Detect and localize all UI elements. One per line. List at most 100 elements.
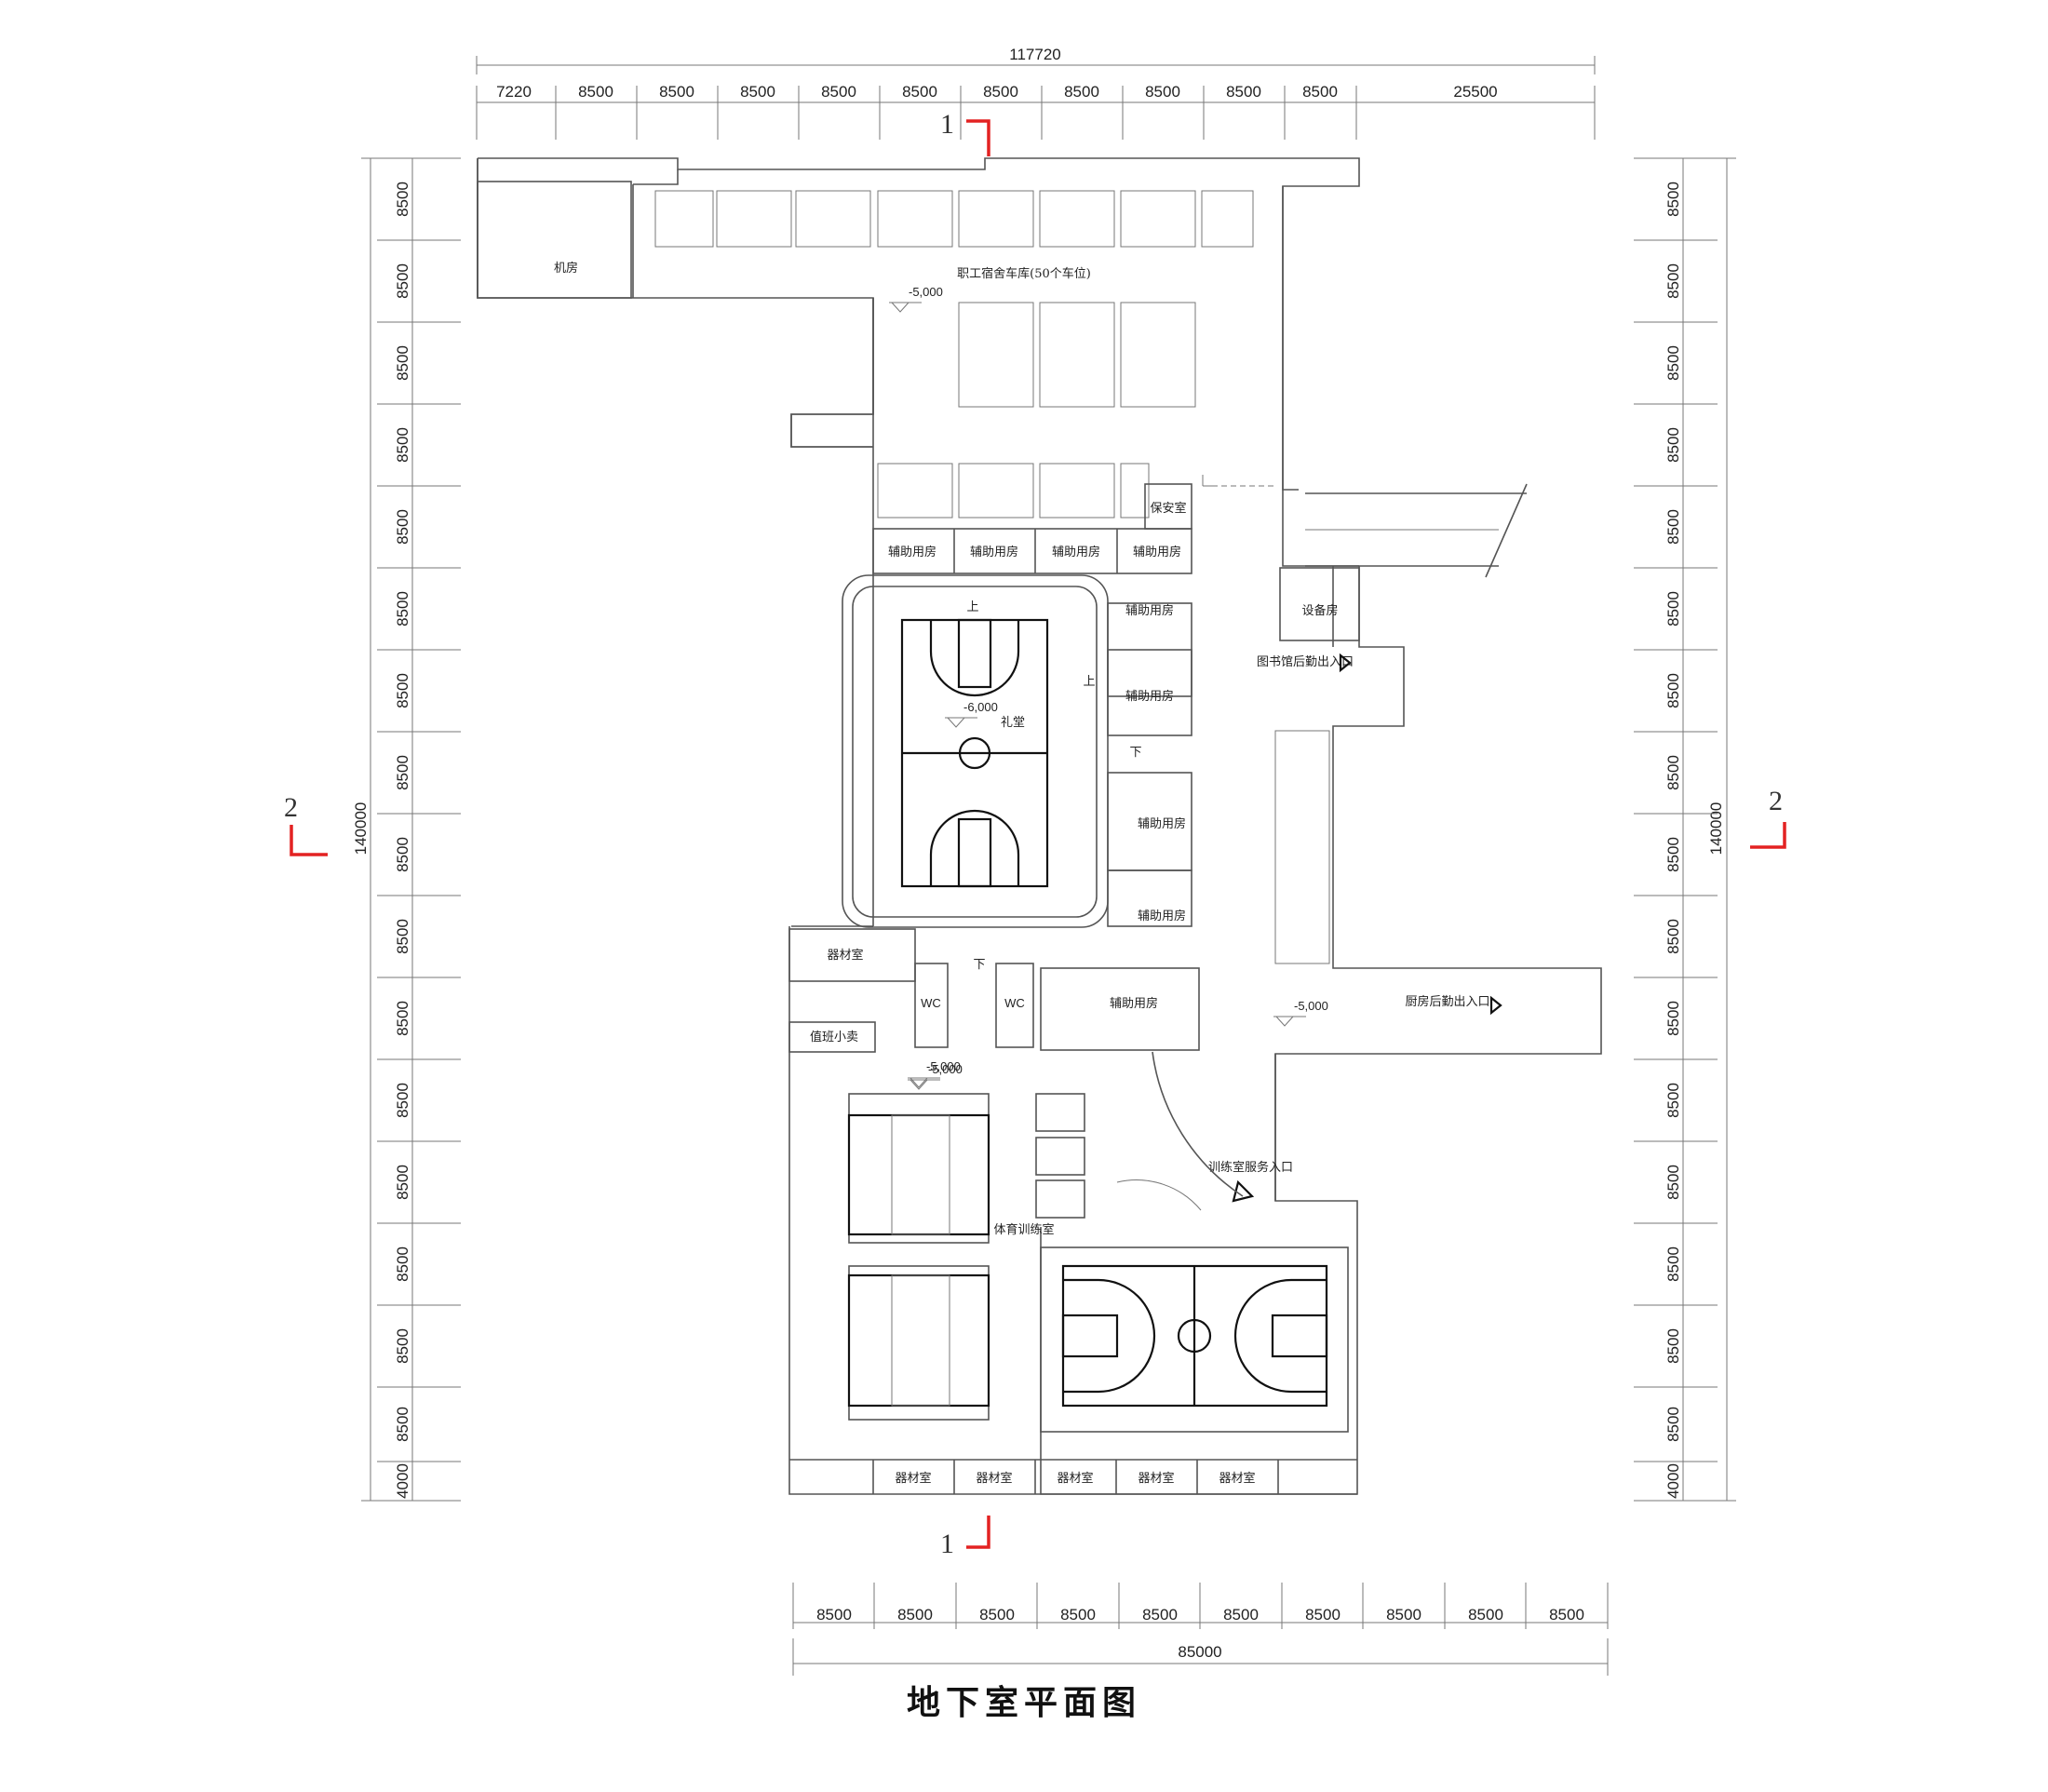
aux-room <box>1107 649 1192 736</box>
right-dim-8: 8500 <box>1664 755 1682 790</box>
left-dim-7: 8500 <box>394 673 411 708</box>
top-dimension-chain: 117720 7220 8500 8500 8500 8500 8500 850… <box>476 46 1596 140</box>
right-dim-11: 8500 <box>1664 1001 1682 1036</box>
aux-room-label: 辅助用房 <box>888 545 936 559</box>
duty-room-label: 值班小卖 <box>810 1030 858 1044</box>
parking-stall <box>1039 190 1115 248</box>
parking-stall <box>877 463 953 519</box>
auditorium-outer <box>842 574 1109 928</box>
wc-room <box>995 963 1034 1048</box>
aux-room-label: 辅助用房 <box>1133 545 1181 559</box>
left-dim-6: 8500 <box>394 591 411 627</box>
parking-stall <box>1039 463 1115 519</box>
section-1-top-label: 1 <box>940 109 954 140</box>
hall-label: 礼堂 <box>1001 715 1025 730</box>
top-dim-10: 8500 <box>1226 83 1261 101</box>
stair-up-mark: 上 <box>966 600 978 614</box>
parking-stall <box>1120 302 1196 408</box>
bottom-dim-9: 8500 <box>1468 1606 1503 1624</box>
court <box>848 1265 990 1421</box>
mid-level: -5,000 <box>928 1062 963 1076</box>
top-dim-7: 8500 <box>983 83 1018 101</box>
parking-stall <box>1120 190 1196 248</box>
bottom-dim-7: 8500 <box>1305 1606 1341 1624</box>
left-dim-17: 4000 <box>394 1463 411 1499</box>
section-2-right-label: 2 <box>1769 786 1783 816</box>
right-dim-9: 8500 <box>1664 837 1682 872</box>
aux-room-label: 辅助用房 <box>1125 689 1174 704</box>
parking-stall <box>795 190 871 248</box>
gear-room-label: 器材室 <box>1138 1471 1174 1486</box>
top-dim-11: 8500 <box>1302 83 1338 101</box>
top-dim-12: 25500 <box>1453 83 1497 101</box>
parking-stall <box>1201 190 1254 248</box>
security-room-label: 保安室 <box>1150 501 1186 516</box>
aux-room-label: 辅助用房 <box>1052 545 1100 559</box>
aux-room-label: 辅助用房 <box>1138 909 1186 923</box>
east-level: -5,000 <box>1294 999 1328 1013</box>
bottom-dim-1: 8500 <box>816 1606 852 1624</box>
garage-level: -5,000 <box>909 285 943 299</box>
left-dim-13: 8500 <box>394 1165 411 1200</box>
training-room-label: 体育训练室 <box>993 1222 1054 1237</box>
right-dim-14: 8500 <box>1664 1246 1682 1282</box>
right-dim-4: 8500 <box>1664 427 1682 463</box>
right-dim-17: 4000 <box>1664 1463 1682 1499</box>
parking-stall <box>958 190 1034 248</box>
training-level: -5,000 <box>926 1059 961 1073</box>
right-dim-15: 8500 <box>1664 1328 1682 1364</box>
bottom-dim-10: 8500 <box>1549 1606 1584 1624</box>
library-entry-label: 图书馆后勤出入口 <box>1257 655 1354 669</box>
parking-stall <box>654 190 714 248</box>
wc-room <box>914 963 949 1048</box>
left-dim-14: 8500 <box>394 1246 411 1282</box>
aux-room-label: 辅助用房 <box>1138 816 1186 831</box>
top-dim-4: 8500 <box>740 83 775 101</box>
auditorium: 辅助用房 辅助用房 辅助用房 辅助用房 礼堂 -6,000 上 上 下 <box>842 574 1192 928</box>
parking-stall <box>958 463 1034 519</box>
wc-label: WC <box>921 996 941 1010</box>
gear-room <box>788 928 916 982</box>
left-dim-3: 8500 <box>394 345 411 381</box>
machine-room <box>477 181 632 299</box>
left-dim-10: 8500 <box>394 919 411 954</box>
right-dim-7: 8500 <box>1664 673 1682 708</box>
wc-label: WC <box>1004 996 1025 1010</box>
left-dim-1: 8500 <box>394 182 411 217</box>
right-dim-6: 8500 <box>1664 591 1682 627</box>
stair-up-mark: 上 <box>1083 675 1095 689</box>
bottom-dim-8: 8500 <box>1386 1606 1421 1624</box>
bottom-dim-6: 8500 <box>1223 1606 1259 1624</box>
right-dim-13: 8500 <box>1664 1165 1682 1200</box>
left-dim-15: 8500 <box>394 1328 411 1364</box>
top-dim-1: 7220 <box>496 83 532 101</box>
top-total-dim: 117720 <box>1009 46 1060 63</box>
service-block: 器材室 值班小卖 WC WC 辅助用房 -5,000 下 <box>788 928 1200 1090</box>
right-dim-5: 8500 <box>1664 509 1682 545</box>
equipment-room <box>1279 567 1360 641</box>
left-dim-9: 8500 <box>394 837 411 872</box>
parking-stall <box>958 302 1034 408</box>
bottom-dim-2: 8500 <box>897 1606 933 1624</box>
left-dim-4: 8500 <box>394 427 411 463</box>
bottom-dim-4: 8500 <box>1060 1606 1096 1624</box>
kitchen-entry-label: 厨房后勤出入口 <box>1405 994 1489 1009</box>
aux-room <box>1107 869 1192 927</box>
left-dim-16: 8500 <box>394 1407 411 1442</box>
section-2-left-label: 2 <box>284 792 298 823</box>
left-dim-8: 8500 <box>394 755 411 790</box>
gear-room-label: 器材室 <box>827 948 863 963</box>
equipment-room-label: 设备房 <box>1301 603 1338 618</box>
top-dim-6: 8500 <box>902 83 937 101</box>
section-marks: 1 1 2 2 <box>284 109 1786 1559</box>
aux-rooms-row <box>872 528 1192 574</box>
right-dim-1: 8500 <box>1664 182 1682 217</box>
top-dim-3: 8500 <box>659 83 694 101</box>
hall-level: -6,000 <box>963 700 998 714</box>
stair-down-mark: 下 <box>973 958 985 972</box>
section-1-bottom-label: 1 <box>940 1529 954 1559</box>
left-dim-11: 8500 <box>394 1001 411 1036</box>
garage-label: 职工宿舍车库(50个车位) <box>957 266 1091 281</box>
gear-room-label: 器材室 <box>1219 1471 1255 1486</box>
